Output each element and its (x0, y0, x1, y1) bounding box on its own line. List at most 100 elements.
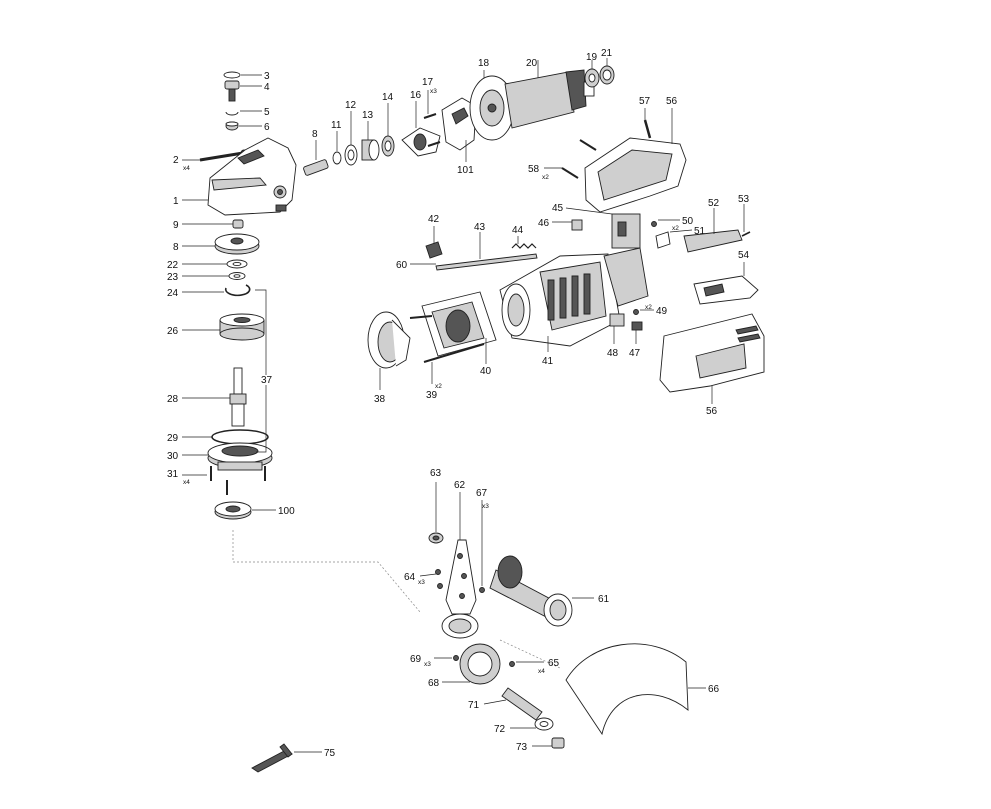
label-4: 4 (264, 82, 270, 93)
part-71-rod (483, 687, 543, 721)
part-53-cable (741, 204, 751, 237)
label-56-top: 56 (666, 96, 678, 107)
label-53: 53 (738, 194, 750, 205)
label-6: 6 (264, 122, 270, 133)
label-69: 69 (410, 654, 422, 665)
part-13-bearing (361, 121, 380, 161)
label-51: 51 (694, 226, 706, 237)
part-42-button (425, 226, 443, 259)
label-28: 28 (167, 394, 179, 405)
label-64: 64 (404, 572, 416, 583)
part-40-stator (421, 291, 497, 364)
qty-17: x3 (430, 88, 437, 95)
part-5-circlip (225, 110, 262, 116)
label-8-flange: 8 (173, 242, 179, 253)
qty-31: x4 (183, 479, 190, 486)
part-66-guard (565, 643, 706, 736)
part-75-hex-key (251, 743, 322, 773)
label-50: 50 (682, 216, 694, 227)
part-38-end-cap (367, 311, 411, 390)
label-5: 5 (264, 107, 270, 118)
dotted-assembly-line (232, 530, 421, 613)
label-60: 60 (396, 260, 408, 271)
label-66: 66 (708, 684, 720, 695)
part-3-washer (223, 71, 262, 79)
part-63-nut (428, 482, 444, 544)
label-19: 19 (586, 52, 598, 63)
part-39-screws (409, 315, 485, 384)
label-65: 65 (548, 658, 560, 669)
label-37: 37 (261, 375, 273, 386)
label-26: 26 (167, 326, 179, 337)
part-69-screws (434, 655, 459, 661)
part-19-bearing (584, 60, 600, 88)
part-58-screws (544, 139, 597, 179)
part-57-screw (643, 108, 652, 139)
label-11: 11 (331, 120, 342, 131)
part-6-spring (225, 121, 262, 131)
label-73: 73 (516, 742, 528, 753)
label-18: 18 (478, 58, 490, 69)
part-73-bolt (532, 737, 565, 749)
label-63: 63 (430, 468, 442, 479)
label-8-pinion: 8 (312, 129, 318, 140)
label-23: 23 (167, 272, 179, 283)
part-61-side-handle (489, 555, 594, 627)
label-62: 62 (454, 480, 466, 491)
part-31-screws (182, 466, 266, 495)
part-21-bearing-cap (599, 58, 615, 85)
label-71: 71 (468, 700, 480, 711)
label-100: 100 (278, 506, 295, 517)
part-labels: 3 4 5 6 2 x4 1 9 8 22 23 24 26 37 28 29 … (167, 48, 750, 759)
part-67-screws (479, 500, 485, 593)
part-100-flange-nut (214, 501, 276, 520)
part-47-brush (631, 321, 643, 344)
part-44-spring (511, 236, 537, 249)
part-65-screws (509, 661, 544, 667)
label-48: 48 (607, 348, 619, 359)
part-24-circlip (182, 284, 251, 297)
part-14-seal (381, 103, 395, 157)
label-21: 21 (601, 48, 613, 59)
part-29-o-ring (182, 429, 269, 445)
part-62-plate (445, 492, 477, 615)
label-1: 1 (173, 196, 179, 207)
part-50-screws (651, 219, 680, 227)
label-43: 43 (474, 222, 486, 233)
label-61: 61 (598, 594, 610, 605)
label-39: 39 (426, 390, 438, 401)
label-56-bottom: 56 (706, 406, 718, 417)
label-41: 41 (542, 356, 554, 367)
part-11-washer (332, 131, 342, 165)
label-2: 2 (173, 155, 179, 166)
label-101: 101 (457, 165, 474, 176)
part-9-nut (182, 219, 244, 229)
qty-50: x2 (672, 225, 679, 232)
qty-69: x3 (424, 661, 431, 668)
part-28-spindle (182, 367, 247, 427)
part-12-ring (344, 111, 358, 166)
label-75: 75 (324, 748, 336, 759)
label-17: 17 (422, 77, 434, 88)
label-54: 54 (738, 250, 750, 261)
part-4-spindle-lock (224, 80, 262, 102)
label-30: 30 (167, 451, 179, 462)
qty-39: x2 (435, 383, 442, 390)
qty-2: x4 (183, 165, 190, 172)
part-41-motor-housing (499, 247, 649, 352)
part-48-brush-holder (609, 313, 625, 344)
part-56-housing-cover (584, 108, 687, 213)
qty-64: x3 (418, 579, 425, 586)
part-46-clip (552, 219, 583, 231)
label-58: 58 (528, 164, 540, 175)
label-44: 44 (512, 225, 524, 236)
part-54-cable-end (693, 262, 759, 305)
part-17-screws (423, 90, 441, 147)
part-101-fan-baffle (441, 97, 477, 162)
qty-65: x4 (538, 668, 545, 675)
part-guard-ring (441, 613, 479, 639)
part-43-rod (435, 232, 538, 271)
part-16-bearing-plate (401, 101, 441, 157)
label-38: 38 (374, 394, 386, 405)
